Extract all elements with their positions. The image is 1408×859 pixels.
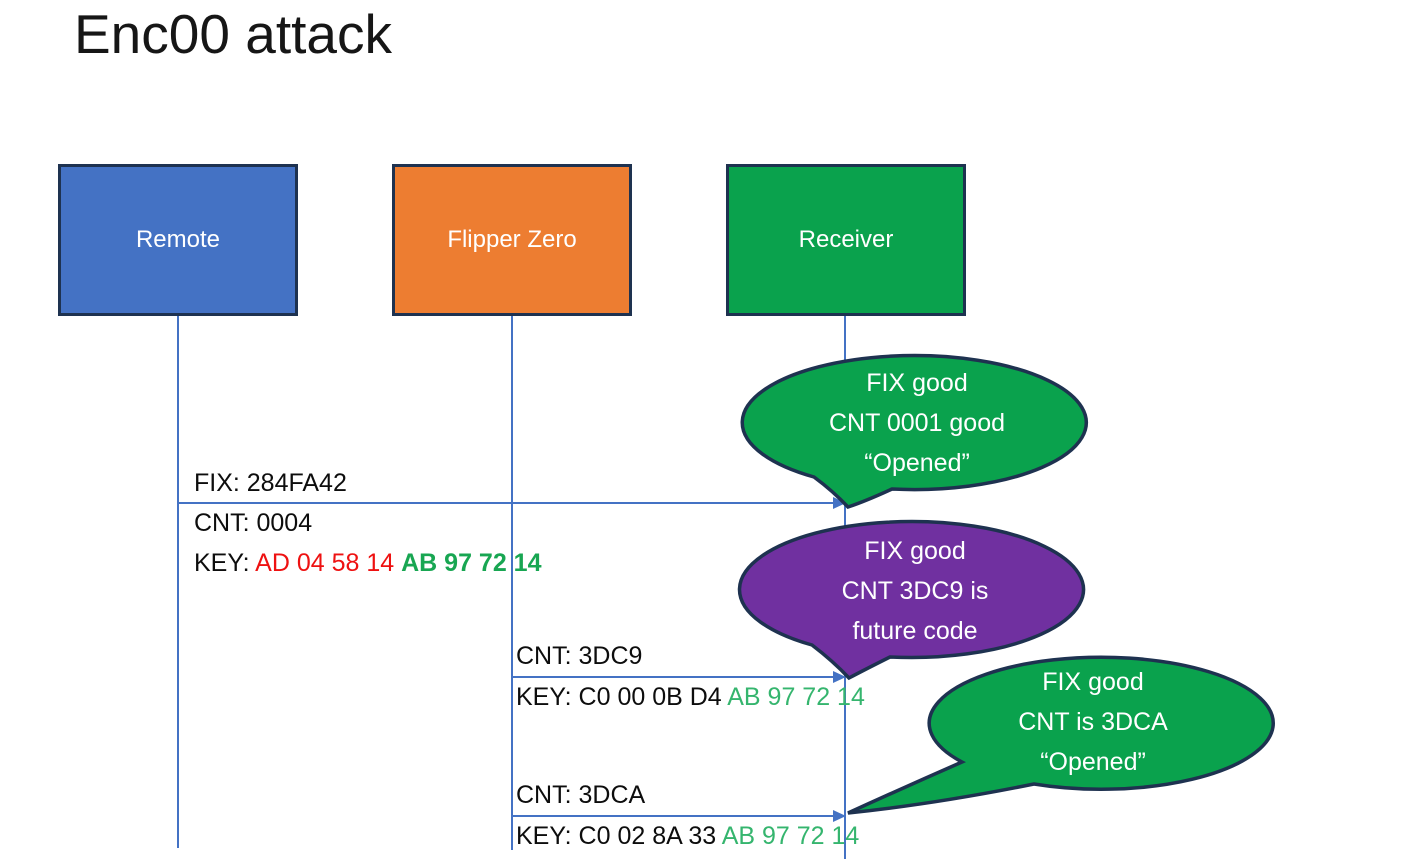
callout3-line3: “Opened” <box>1040 748 1146 776</box>
actor-box-remote: Remote <box>58 164 298 316</box>
message1-key-label: KEY: AD 04 58 14 AB 97 72 14 <box>194 548 541 578</box>
message-arrow-remote-to-receiver <box>178 496 846 509</box>
callout3-text: FIX good CNT is 3DCA “Opened” <box>933 662 1253 782</box>
callout1-line2: CNT 0001 good <box>828 409 1006 437</box>
callout2-line1: FIX good <box>864 537 966 565</box>
arrowhead-icon <box>833 496 846 509</box>
message-arrow-flipper-to-receiver-1 <box>512 670 846 683</box>
message1-key-prefix: KEY: <box>194 549 256 577</box>
message2-key-label: KEY: C0 00 0B D4 AB 97 72 14 <box>516 682 865 712</box>
actor-label-receiver: Receiver <box>798 226 894 253</box>
callout3-line1: FIX good <box>1042 668 1144 696</box>
message3-cnt-label: CNT: 3DCA <box>516 781 646 809</box>
callout1-line3: “Opened” <box>864 449 970 477</box>
message3-key-prefix: KEY: C0 02 8A 33 <box>516 822 722 850</box>
message3-key-label: KEY: C0 02 8A 33 AB 97 72 14 <box>516 821 859 851</box>
message2-key-green-bytes: AB 97 72 14 <box>727 683 865 711</box>
actor-label-remote: Remote <box>135 226 221 253</box>
page-title: Enc00 attack <box>74 3 392 65</box>
message1-key-red-bytes: AD 04 58 14 <box>255 549 402 577</box>
arrowhead-icon <box>833 670 846 683</box>
callout2-text: FIX good CNT 3DC9 is future code <box>755 531 1075 651</box>
message1-key-green-bytes: AB 97 72 14 <box>401 549 542 577</box>
callout1-text: FIX good CNT 0001 good “Opened” <box>757 363 1077 483</box>
actor-label-flipper-zero: Flipper Zero <box>447 226 577 253</box>
arrowhead-icon <box>833 809 846 822</box>
lifeline-flipper-zero <box>511 316 513 850</box>
callout2-line3: future code <box>852 617 978 645</box>
callout1-line1: FIX good <box>866 369 968 397</box>
message2-cnt-label: CNT: 3DC9 <box>516 642 643 670</box>
message2-key-prefix: KEY: C0 00 0B D4 <box>516 683 728 711</box>
message3-key-green-bytes: AB 97 72 14 <box>721 822 860 850</box>
lifeline-remote <box>177 316 179 848</box>
message1-cnt-label: CNT: 0004 <box>194 509 313 537</box>
message1-fix-label: FIX: 284FA42 <box>194 469 347 497</box>
callout2-line2: CNT 3DC9 is <box>841 577 989 605</box>
actor-box-flipper-zero: Flipper Zero <box>392 164 632 316</box>
callout3-line2: CNT is 3DCA <box>1018 708 1168 736</box>
message-arrow-flipper-to-receiver-2 <box>512 809 846 822</box>
actor-box-receiver: Receiver <box>726 164 966 316</box>
